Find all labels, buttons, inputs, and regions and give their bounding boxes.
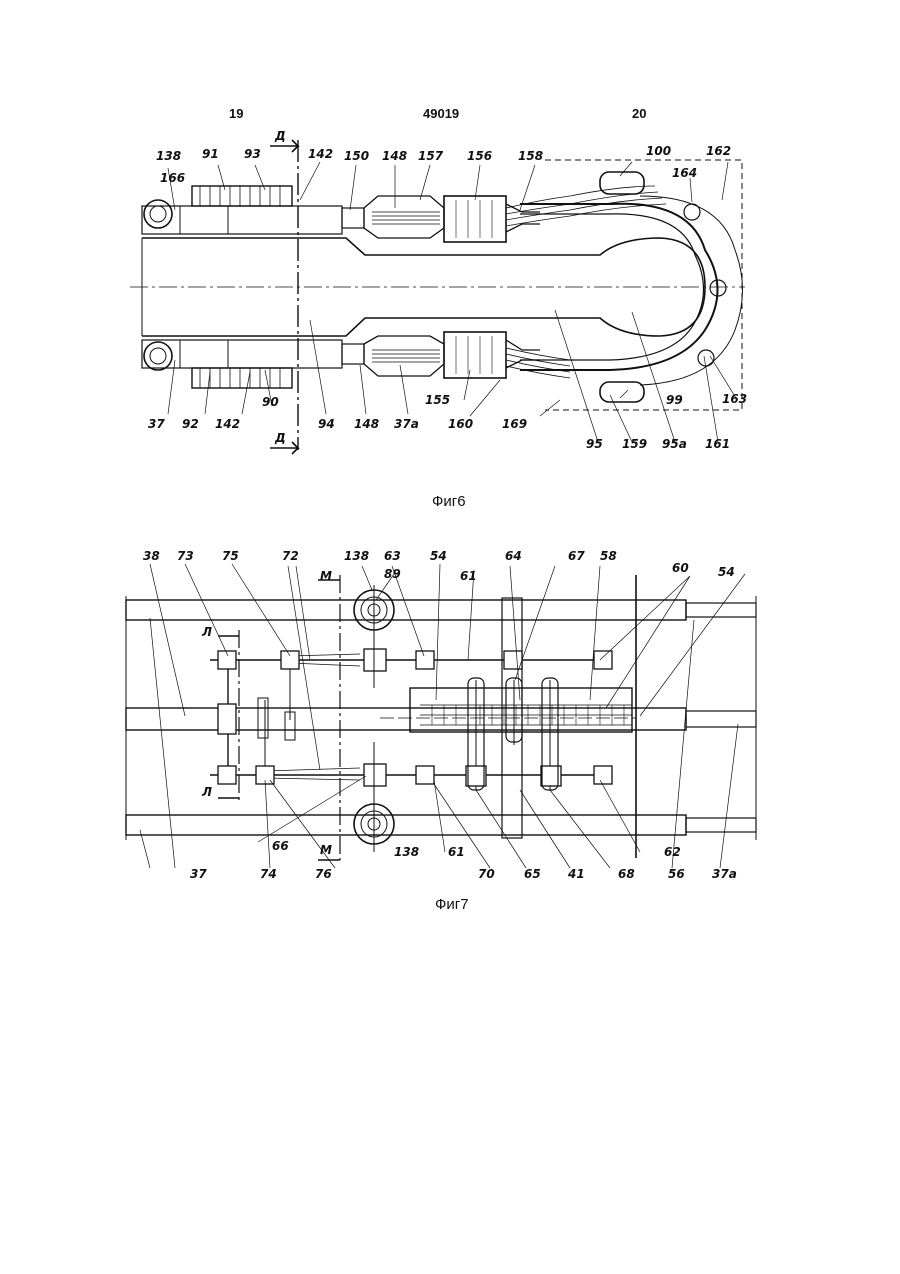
label-65: 65 [524,867,541,881]
label-62: 62 [664,845,681,859]
label-73: 73 [177,549,194,563]
label-61-bottom: 61 [448,845,465,859]
section-mark-m-top: М [320,569,332,583]
label-75: 75 [222,549,239,563]
label-54-right: 54 [718,565,735,579]
figure-7-labels: М М Л Л 38 73 75 72 138 89 63 54 64 61 6… [0,0,900,900]
label-61-top: 61 [460,569,477,583]
section-mark-l-bottom: Л [201,785,212,799]
label-63: 63 [384,549,401,563]
label-72: 72 [282,549,299,563]
label-70: 70 [478,867,495,881]
label-138-bottom: 138 [394,845,419,859]
label-76: 76 [315,867,332,881]
label-58: 58 [600,549,617,563]
label-37a: 37а [712,867,737,881]
label-67: 67 [568,549,585,563]
label-54-top: 54 [430,549,447,563]
label-60: 60 [672,561,689,575]
section-mark-l-top: Л [201,625,212,639]
label-56: 56 [668,867,685,881]
figure-7-caption: Фиг7 [435,896,469,913]
label-74: 74 [260,867,277,881]
label-41: 41 [567,867,585,881]
label-89: 89 [384,567,401,581]
label-138-top: 138 [344,549,369,563]
section-mark-m-bottom: М [320,843,332,857]
label-66: 66 [272,839,289,853]
label-68: 68 [618,867,635,881]
label-37: 37 [190,867,207,881]
label-64: 64 [505,549,522,563]
label-38: 38 [143,549,160,563]
